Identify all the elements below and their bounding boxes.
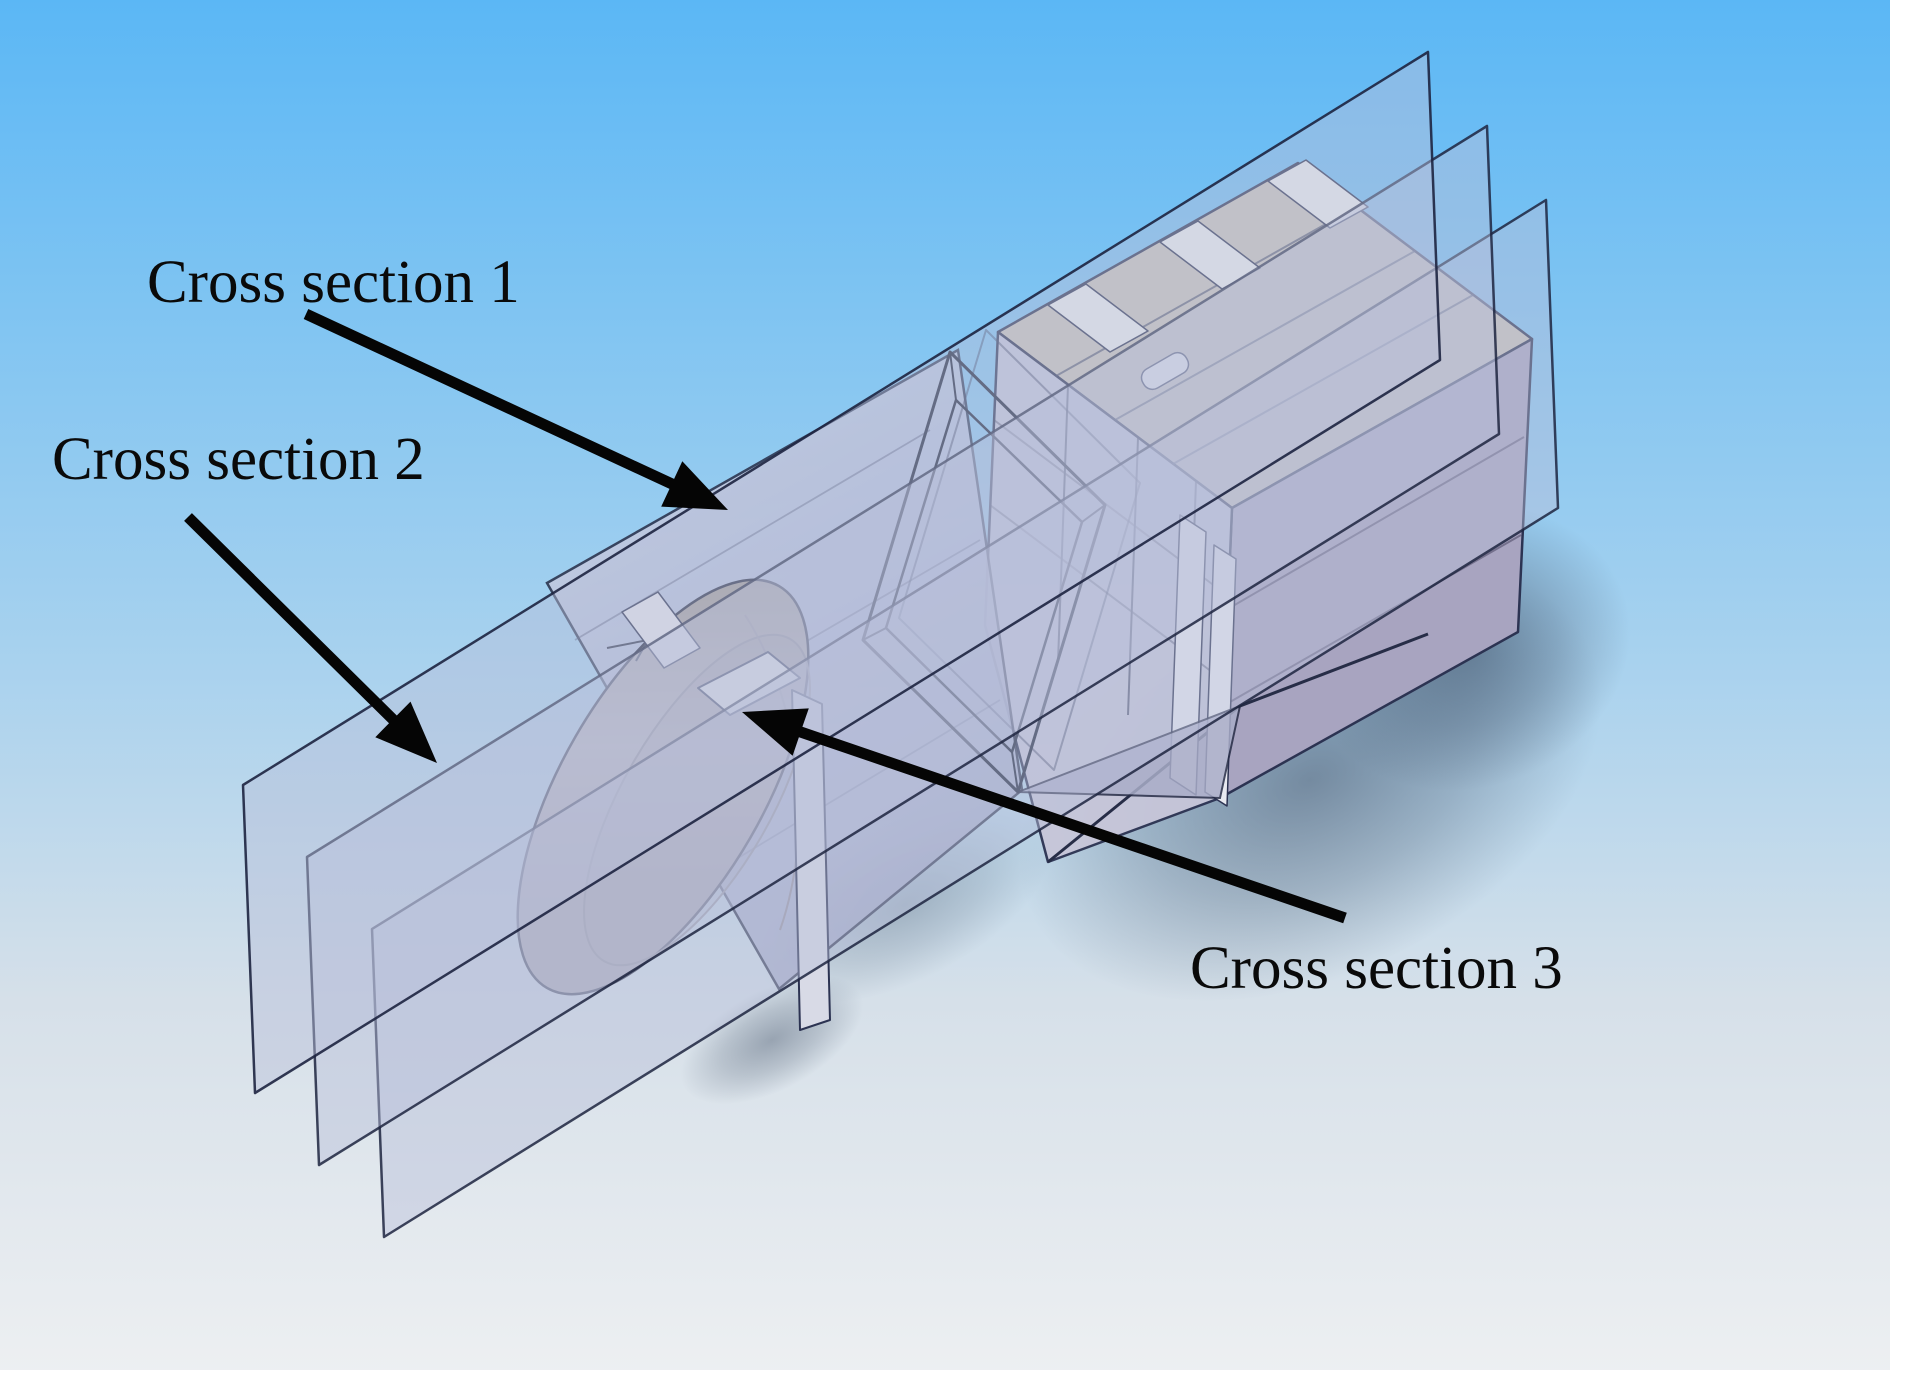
right-margin — [1890, 0, 1917, 1391]
arrow-cross-section-1 — [303, 309, 728, 510]
annotation-labels: Cross section 1 Cross section 2 Cross se… — [52, 249, 1563, 1002]
arrow-cross-section-2 — [184, 513, 437, 763]
label-cross-section-1: Cross section 1 — [147, 249, 520, 316]
cross-section-planes — [241, 50, 1560, 1239]
label-cross-section-2: Cross section 2 — [52, 426, 425, 493]
cylinder-detail — [1140, 351, 1190, 391]
bottom-margin — [0, 1370, 1917, 1391]
housing-right-panel-lines — [1222, 436, 1525, 707]
truss-corner-struts — [862, 351, 1106, 793]
section3-band — [621, 591, 701, 669]
cross-section-plane-3 — [370, 198, 1560, 1239]
label-cross-section-3: Cross section 3 — [1190, 935, 1563, 1002]
cross-section-plane-1 — [241, 50, 1442, 1095]
arrow-cross-section-3 — [742, 708, 1347, 924]
truss-outer-back — [898, 329, 1141, 771]
instrument-housing — [983, 159, 1534, 864]
section3-flag — [697, 651, 801, 716]
cross-section-plane-2 — [305, 124, 1501, 1167]
truss-frame — [861, 329, 1141, 794]
tube-underside — [1017, 704, 1242, 800]
annotation-arrows — [184, 309, 1347, 924]
